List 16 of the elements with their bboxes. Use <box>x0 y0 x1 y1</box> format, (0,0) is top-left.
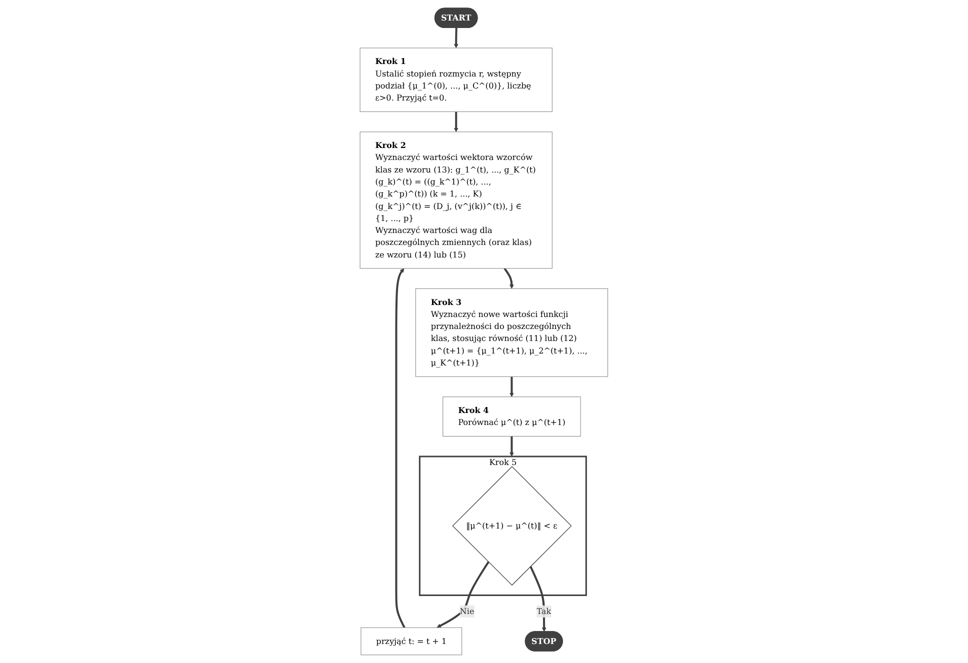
arrow <box>510 376 514 398</box>
arrow <box>504 268 514 289</box>
arrow <box>510 436 514 457</box>
arrow <box>395 268 406 628</box>
arrow <box>454 112 458 132</box>
node-box: Krok 3 Wyznaczyć nowe wartości funkcji przynależności do poszczególnych klas, stosując równość (11) lub (12) μ^(t+1) = {μ_1^(t+1), μ_2^(t+1), ..., μ_K^(t+1)} <box>415 288 608 377</box>
arrow <box>454 28 458 48</box>
node-box: Krok 4 Porównać μ^(t) z μ^(t+1) <box>442 396 581 437</box>
node-box: przyjąć t: = t + 1 <box>360 627 462 656</box>
edge-label: Nie <box>460 606 474 616</box>
arrow <box>530 566 546 632</box>
arrow <box>436 561 490 628</box>
node-box: Krok 2 Wyznaczyć wartości wektora wzorców klas ze wzoru (13): g_1^(t), ..., g_K^(t) (g_k)^(t) = ((g_k^1)^(t), ..., (g_k^p)^(t)) (k = 1, ..., K) (g_k^j)^(t) = (D_j, (v^j(k))^(t)), j ∈ {1, ..., p} Wyznaczyć wartości wag dla poszczególnych zmiennych (oraz klas) ze wzoru (14) lub (15) <box>360 132 552 269</box>
node-diamond: ‖μ^(t+1) − μ^(t)‖ < ε <box>452 466 572 586</box>
node-box: Krok 1 Ustalić stopień rozmycia r, wstępny podział {μ_1^(0), ..., μ_C^(0)}, liczbę ε>0. Przyjąć t=0. <box>360 48 552 112</box>
edge-label: Tak <box>536 606 552 616</box>
